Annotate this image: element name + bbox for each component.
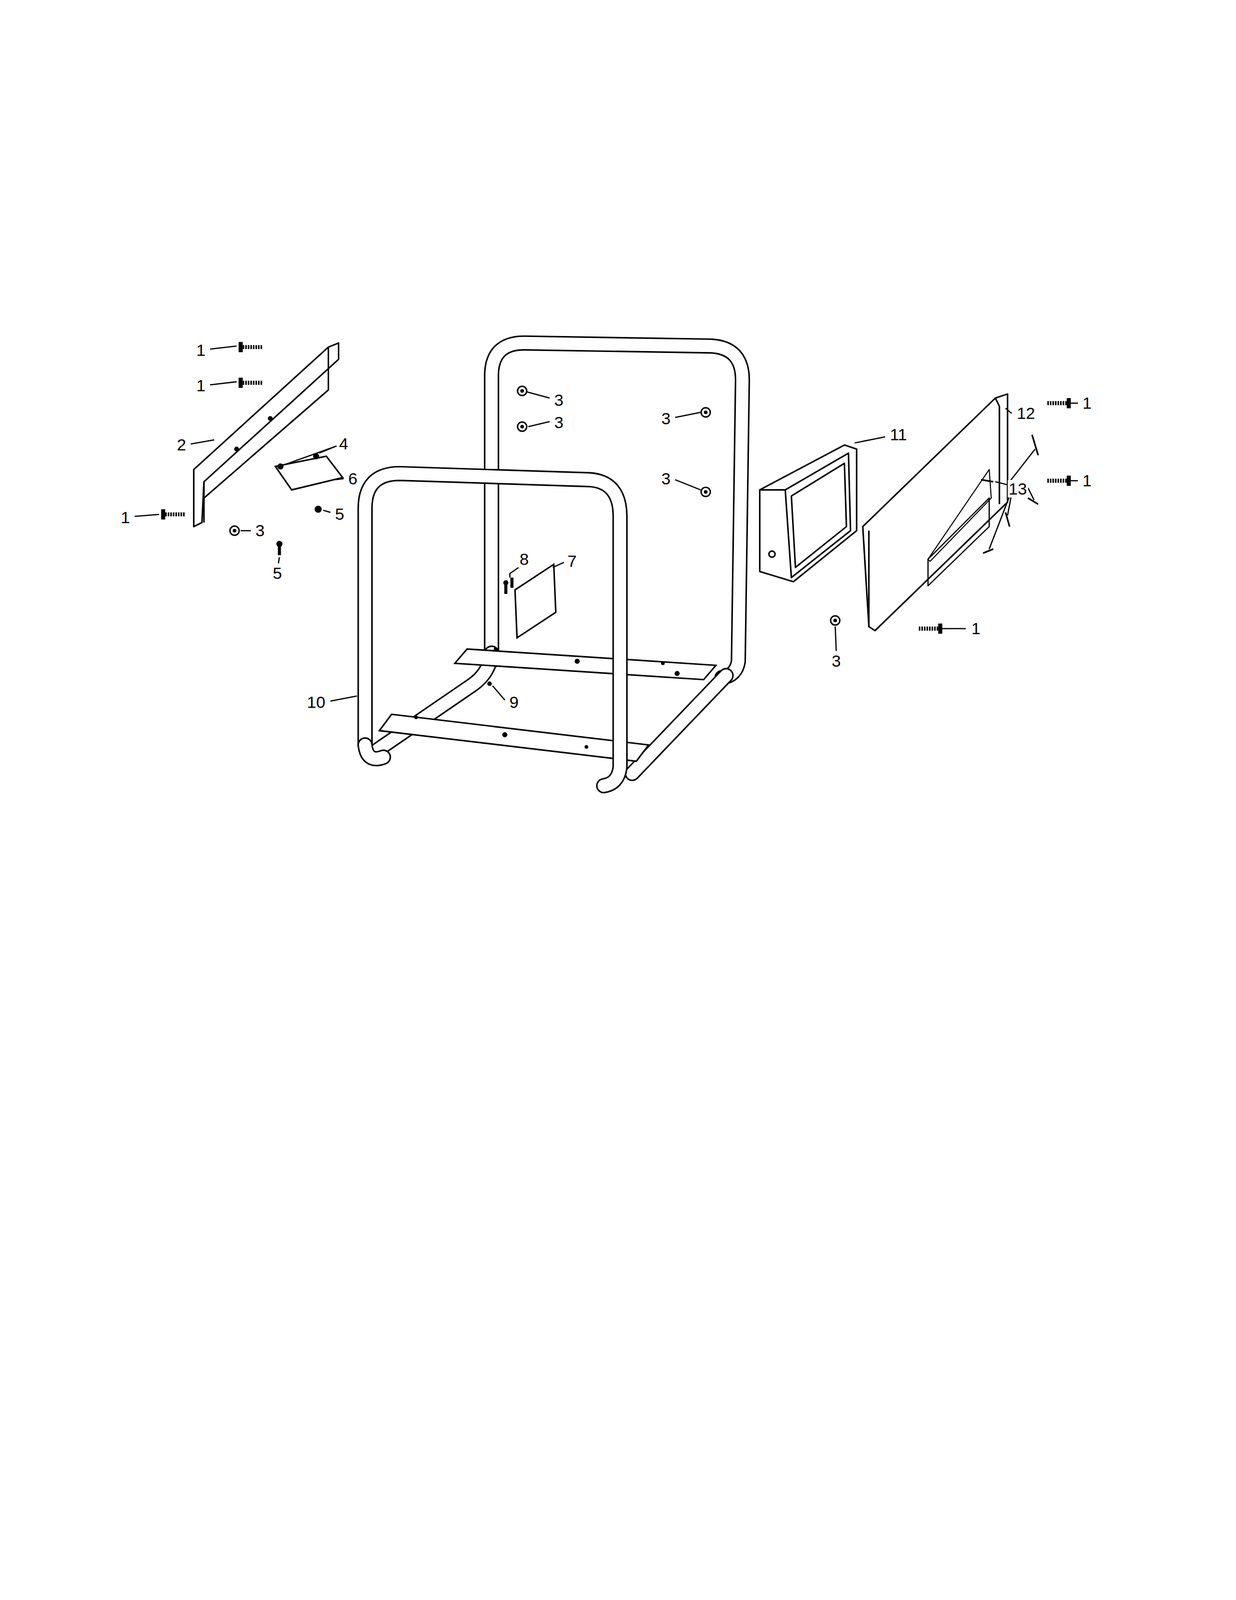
callout-number: 3 (830, 651, 842, 670)
callout-number: 11 (888, 425, 908, 444)
callout-number: 1 (195, 341, 207, 359)
callout-number: 3 (553, 391, 565, 409)
callout-number: 3 (660, 469, 672, 488)
callout-number: 9 (508, 693, 520, 711)
callout-number: 5 (333, 505, 346, 523)
plate (275, 456, 343, 490)
callout-number: 13 (1007, 479, 1029, 498)
callout-number: 8 (518, 550, 530, 568)
callout-number: 3 (660, 409, 672, 428)
callout-number: 5 (271, 564, 284, 582)
mounting-bracket (193, 342, 339, 527)
callout-number: 4 (338, 434, 350, 453)
outlet-box (759, 444, 857, 582)
callout-number: 10 (305, 693, 327, 711)
callout-number: 2 (175, 435, 188, 454)
callout-number: 12 (1015, 404, 1037, 422)
callout-number: 3 (254, 521, 266, 539)
callout-number: 6 (347, 469, 359, 488)
callout-number: 1 (1081, 471, 1093, 490)
frame-tube-front (364, 473, 620, 786)
hardware (160, 341, 1071, 686)
callout-number: 7 (566, 552, 578, 570)
callout-number: 1 (1081, 394, 1093, 412)
panel (862, 394, 1008, 631)
callout-number: 3 (553, 413, 565, 431)
frame-base (377, 647, 727, 774)
leader-lines (134, 346, 1078, 701)
plate (515, 564, 556, 638)
callout-number: 1 (970, 619, 982, 637)
callout-number: 1 (195, 376, 207, 395)
callout-number: 1 (119, 508, 131, 526)
